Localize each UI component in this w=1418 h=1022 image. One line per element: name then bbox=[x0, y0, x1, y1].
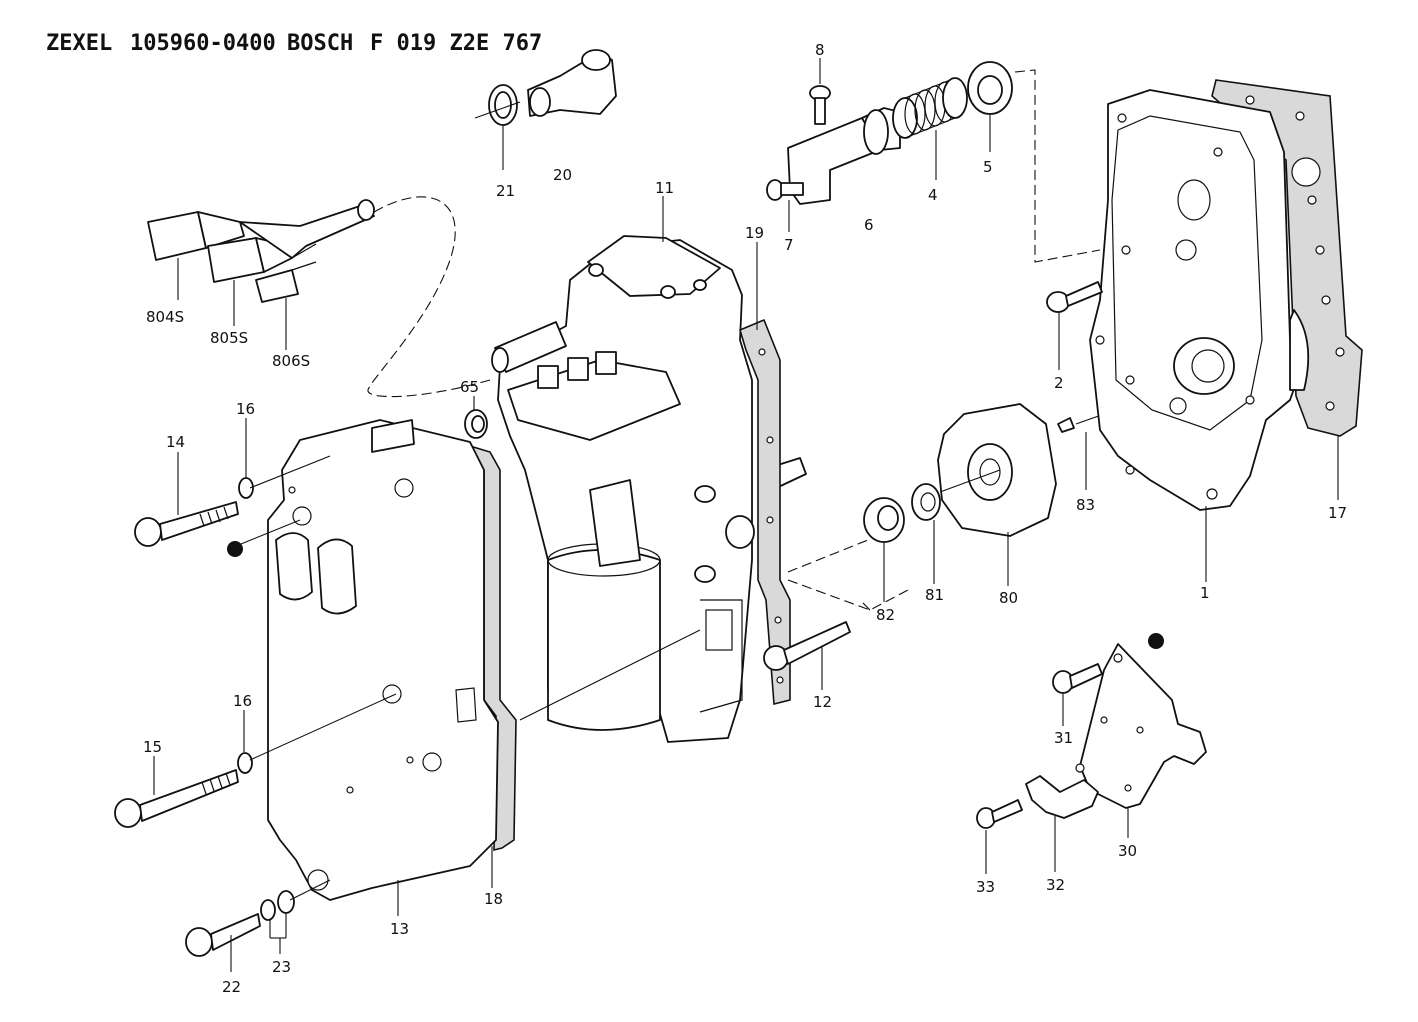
callout-20: 20 bbox=[553, 166, 572, 184]
callout-15: 15 bbox=[143, 738, 162, 756]
part-7-screw bbox=[766, 179, 804, 201]
part-23-washers bbox=[260, 890, 295, 921]
callout-11: 11 bbox=[655, 179, 674, 197]
part-80-gear bbox=[937, 403, 1057, 537]
part-82-nut bbox=[863, 497, 905, 543]
part-20-sensor bbox=[527, 49, 617, 117]
callout-17: 17 bbox=[1328, 504, 1347, 522]
callout-16-upper: 16 bbox=[236, 400, 255, 418]
header-part-number: 105960-0400 bbox=[130, 31, 276, 56]
callout-80: 80 bbox=[999, 589, 1018, 607]
leader-lines bbox=[153, 58, 1339, 972]
part-4-spring bbox=[892, 77, 968, 139]
reference-dot-left bbox=[227, 541, 243, 557]
part-15-bolt bbox=[114, 769, 239, 828]
header-maker-number: F 019 Z2E 767 bbox=[370, 31, 542, 56]
part-30-bracket bbox=[1075, 643, 1207, 809]
callout-805s: 805S bbox=[210, 329, 248, 347]
callout-19: 19 bbox=[745, 224, 764, 242]
part-22-bolt bbox=[185, 913, 261, 957]
part-13-cover bbox=[267, 419, 499, 901]
part-31-bolt bbox=[1052, 663, 1103, 694]
callout-2: 2 bbox=[1054, 374, 1064, 392]
gasket-17-holes bbox=[1245, 95, 1345, 411]
part-14-bolt bbox=[134, 501, 239, 547]
part-1-pump-housing bbox=[1089, 89, 1310, 511]
callout-32: 32 bbox=[1046, 876, 1065, 894]
callout-31: 31 bbox=[1054, 729, 1073, 747]
part-2-bolt bbox=[1046, 281, 1103, 313]
callout-12: 12 bbox=[813, 693, 832, 711]
callout-13: 13 bbox=[390, 920, 409, 938]
part-16-washer-lower bbox=[237, 752, 253, 774]
part-65-ring bbox=[464, 409, 488, 439]
part-19-gasket bbox=[739, 318, 791, 706]
callout-6: 6 bbox=[864, 216, 874, 234]
callout-30: 30 bbox=[1118, 842, 1137, 860]
callout-4: 4 bbox=[928, 186, 938, 204]
diagram-header: ZEXEL 105960-0400 BOSCH F 019 Z2E 767 bbox=[46, 31, 542, 56]
callout-8: 8 bbox=[815, 41, 825, 59]
callout-23: 23 bbox=[272, 958, 291, 976]
callout-33: 33 bbox=[976, 878, 995, 896]
callout-65: 65 bbox=[460, 378, 479, 396]
connector-harness bbox=[147, 199, 375, 303]
part-32-clamp bbox=[1025, 775, 1099, 819]
header-brand: ZEXEL bbox=[46, 31, 112, 56]
callout-22: 22 bbox=[222, 978, 241, 996]
header-maker: BOSCH bbox=[287, 31, 353, 56]
callout-82: 82 bbox=[876, 606, 895, 624]
callout-1: 1 bbox=[1200, 584, 1210, 602]
callout-804s: 804S bbox=[146, 308, 184, 326]
part-81-lock-washer bbox=[911, 483, 941, 521]
callout-806s: 806S bbox=[272, 352, 310, 370]
part-11-actuator-housing bbox=[491, 235, 807, 743]
part-83-key bbox=[1057, 417, 1075, 433]
callout-16-lower: 16 bbox=[233, 692, 252, 710]
reference-dot-right bbox=[1148, 633, 1164, 649]
part-5-seal bbox=[967, 61, 1013, 115]
callout-14: 14 bbox=[166, 433, 185, 451]
part-12-bolt bbox=[763, 621, 851, 671]
callout-21: 21 bbox=[496, 182, 515, 200]
part-6-bracket bbox=[787, 107, 901, 205]
callout-5: 5 bbox=[983, 158, 993, 176]
callout-81: 81 bbox=[925, 586, 944, 604]
callout-7: 7 bbox=[784, 236, 794, 254]
part-8-screw bbox=[809, 85, 831, 125]
callout-18: 18 bbox=[484, 890, 503, 908]
callout-labels: 8 21 20 4 5 6 7 11 19 65 804S 805S 806S … bbox=[143, 41, 1347, 996]
part-33-bolt bbox=[976, 799, 1023, 829]
callout-83: 83 bbox=[1076, 496, 1095, 514]
gasket-19-holes bbox=[758, 348, 784, 684]
